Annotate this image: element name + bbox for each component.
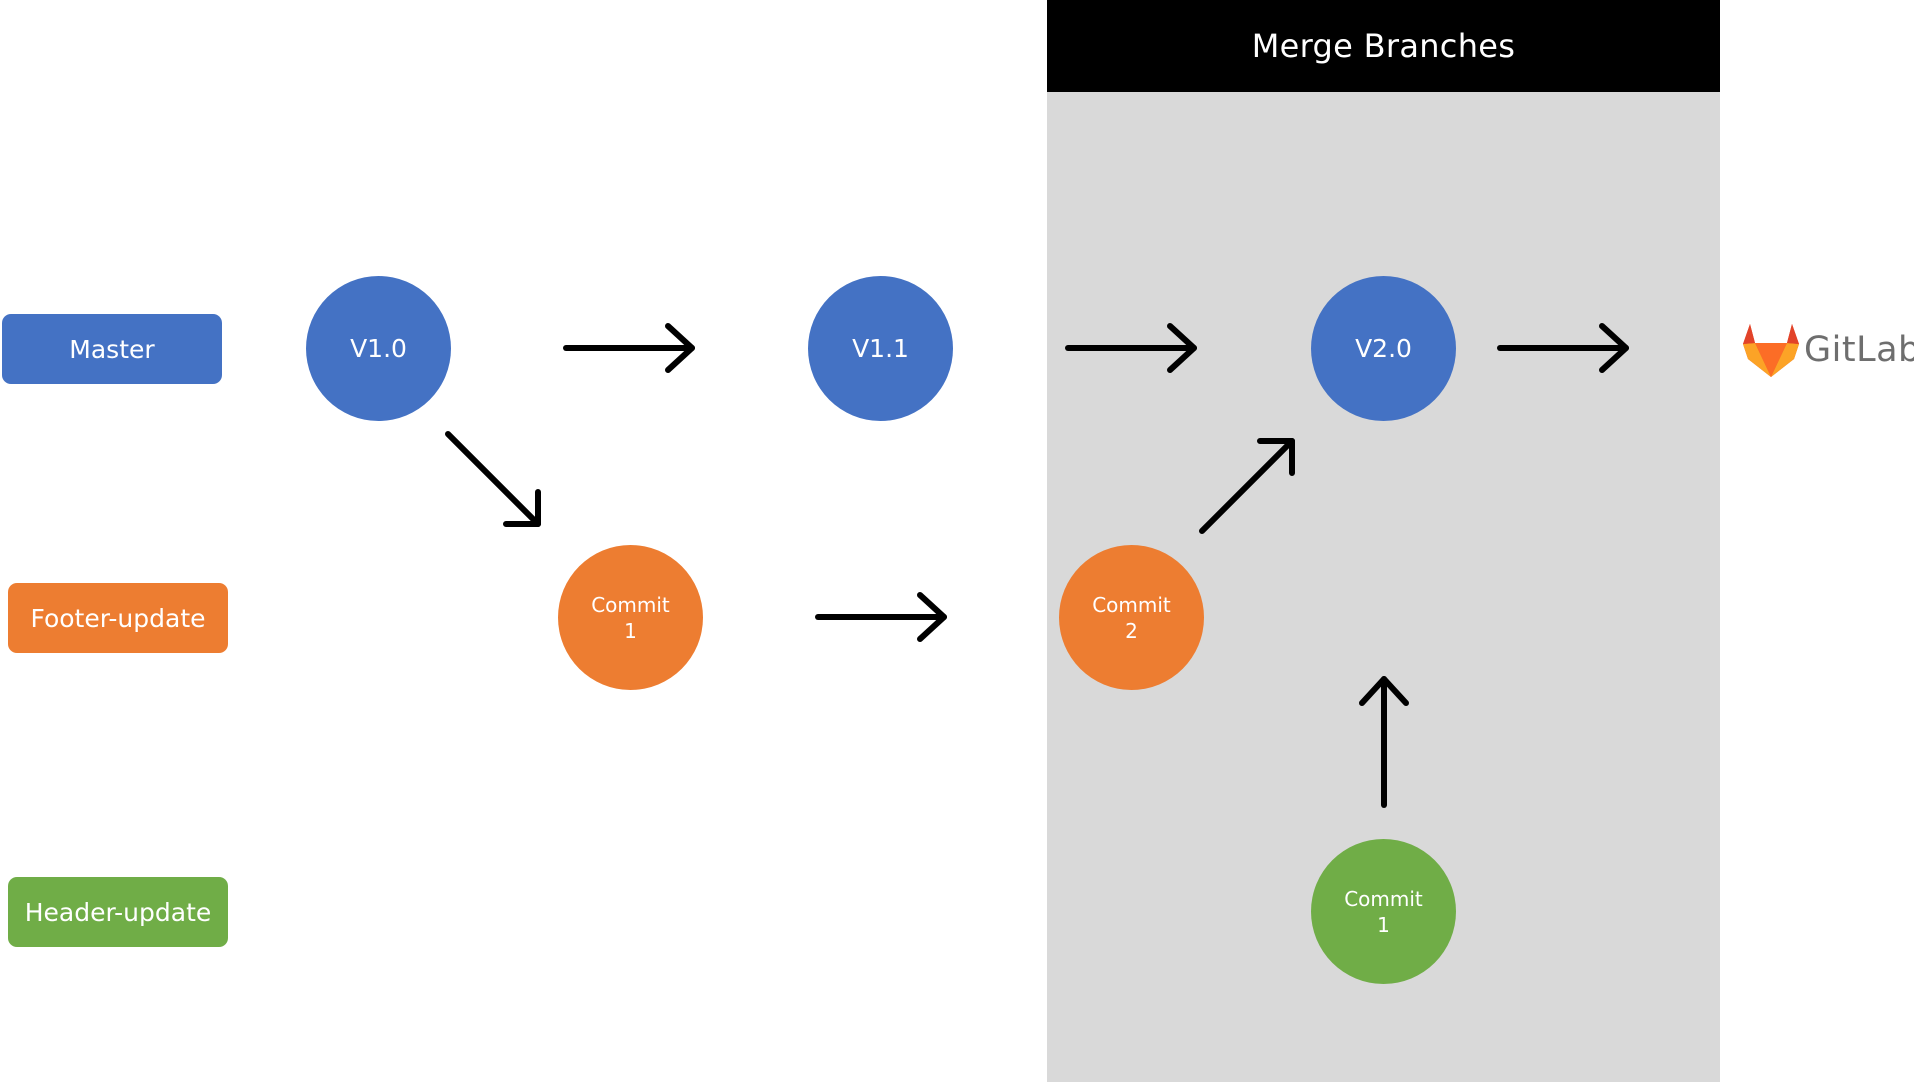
node-footer-commit-2: Commit 2 [1059,545,1204,690]
branch-label-header-update: Header-update [8,877,228,947]
node-v1-0: V1.0 [306,276,451,421]
arrow-footer-commit-1-to-commit-2 [815,592,947,642]
node-label-line1: Commit [1092,592,1171,617]
arrow-v1-0-to-v1-1 [563,323,695,373]
node-label: V1.1 [852,334,909,363]
branch-label-footer-update: Footer-update [8,583,228,653]
branch-label-master: Master [2,314,222,384]
node-label-line2: 1 [1377,912,1390,937]
node-v2-0: V2.0 [1311,276,1456,421]
node-label-line2: 1 [624,618,637,643]
gitlab-wordmark: GitLab [1804,330,1914,370]
node-label-line2: 2 [1125,618,1138,643]
merge-branches-title: Merge Branches [1047,0,1720,92]
arrow-v2-0-to-gitlab [1497,323,1629,373]
arrow-v1-1-to-v2-0 [1065,323,1197,373]
gitlab-logo: GitLab [1742,322,1914,378]
arrow-header-commit-1-to-v2-0 [1359,676,1409,808]
node-header-commit-1: Commit 1 [1311,839,1456,984]
node-label: V2.0 [1355,334,1412,363]
node-label: V1.0 [350,334,407,363]
node-footer-commit-1: Commit 1 [558,545,703,690]
node-v1-1: V1.1 [808,276,953,421]
node-label-line1: Commit [1344,886,1423,911]
node-label-line1: Commit [591,592,670,617]
gitlab-fox-icon [1743,324,1799,377]
arrow-v1-0-to-footer-commit-1 [445,431,541,527]
arrow-commit-2-to-v2-0 [1199,438,1295,534]
